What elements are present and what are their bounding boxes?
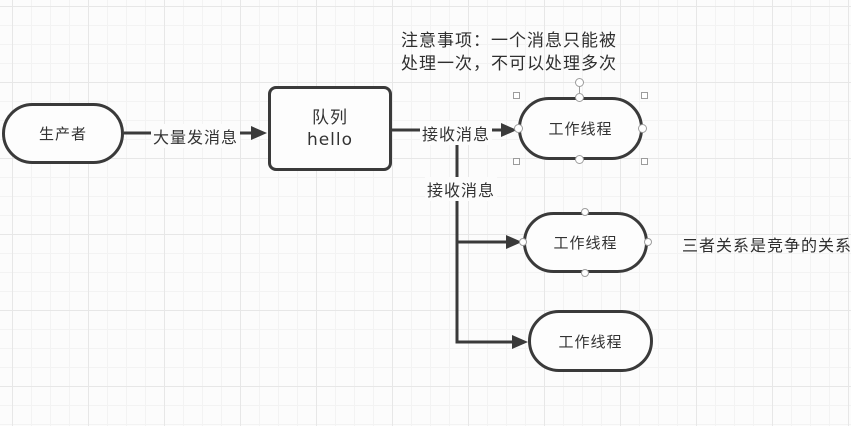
arrowhead-produce-icon bbox=[251, 126, 267, 140]
node-queue-label-line2: hello bbox=[306, 129, 354, 150]
edge-label-produce[interactable]: 大量发消息 bbox=[151, 124, 241, 148]
connection-point-w[interactable] bbox=[519, 238, 527, 246]
rotate-handle[interactable] bbox=[575, 78, 584, 87]
node-worker1-label: 工作线程 bbox=[548, 120, 613, 138]
arrowhead-consume3-icon bbox=[512, 335, 528, 349]
resize-handle-se[interactable] bbox=[641, 158, 648, 165]
connection-points-worker2 bbox=[519, 208, 652, 277]
resize-handle-nw[interactable] bbox=[513, 92, 520, 99]
resize-handle-ne[interactable] bbox=[641, 92, 648, 99]
connection-point-s[interactable] bbox=[581, 269, 589, 277]
node-worker3-label: 工作线程 bbox=[558, 332, 623, 351]
arrowhead-consume1-icon bbox=[501, 123, 517, 137]
resize-handle-s[interactable] bbox=[575, 155, 584, 164]
node-worker2-label: 工作线程 bbox=[553, 234, 618, 252]
node-producer-label: 生产者 bbox=[38, 125, 87, 143]
arrowhead-consume2-icon bbox=[506, 235, 522, 249]
node-queue-label: 队列 hello bbox=[307, 107, 353, 151]
connection-point-e[interactable] bbox=[644, 238, 652, 246]
node-worker2[interactable]: 工作线程 bbox=[523, 212, 648, 273]
node-worker3[interactable]: 工作线程 bbox=[528, 310, 653, 372]
edge-label-consume1[interactable]: 接收消息 bbox=[420, 121, 493, 145]
annotation-note-top[interactable]: 注意事项：一个消息只能被 处理一次，不可以处理多次 bbox=[401, 30, 617, 76]
node-queue[interactable]: 队列 hello bbox=[268, 86, 392, 171]
resize-handle-e[interactable] bbox=[638, 124, 647, 133]
node-producer[interactable]: 生产者 bbox=[2, 103, 124, 164]
edge-label-consume2[interactable]: 接收消息 bbox=[425, 177, 498, 201]
resize-handle-w[interactable] bbox=[514, 124, 523, 133]
node-queue-label-line1: 队列 bbox=[312, 107, 348, 128]
edge-consume3-line[interactable] bbox=[455, 130, 512, 344]
resize-handle-n[interactable] bbox=[575, 93, 584, 102]
annotation-note-top-line1: 注意事项：一个消息只能被 bbox=[401, 31, 617, 51]
node-worker1[interactable]: 工作线程 bbox=[518, 97, 643, 160]
annotation-note-right[interactable]: 三者关系是竞争的关系 bbox=[682, 236, 851, 255]
selection-handles-worker1 bbox=[513, 78, 648, 165]
connection-point-n[interactable] bbox=[581, 208, 589, 216]
resize-handle-sw[interactable] bbox=[513, 158, 520, 165]
annotation-note-top-line2: 处理一次，不可以处理多次 bbox=[401, 54, 617, 74]
